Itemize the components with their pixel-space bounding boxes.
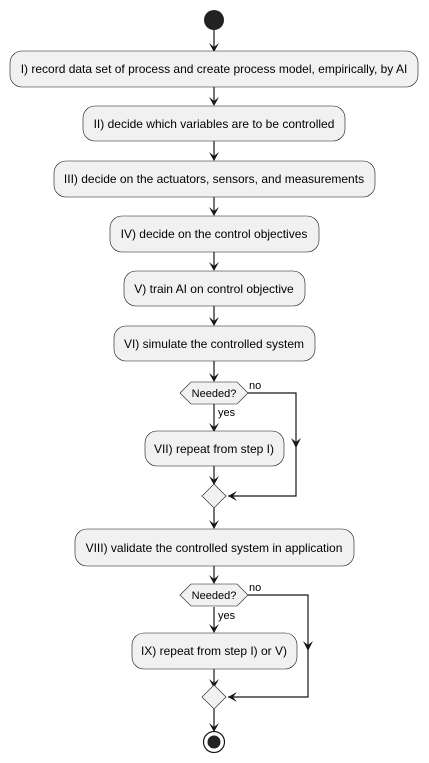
step-7-node: VII) repeat from step I) (144, 430, 285, 467)
step-9-label: IX) repeat from step I) or V) (141, 644, 287, 658)
step-4-label: IV) decide on the control objectives (121, 227, 308, 241)
step-8-node: VIII) validate the controlled system in … (74, 528, 355, 567)
decision-2: Needed? yes no (179, 582, 261, 622)
end-node (202, 730, 226, 754)
decision-1: Needed? yes no (179, 380, 261, 419)
step-5-label: V) train AI on control objective (134, 282, 294, 296)
decision-1-yes-label: yes (218, 407, 236, 419)
decision-2-no-label: no (249, 582, 261, 594)
decision-2-yes-label: yes (218, 610, 236, 622)
step-2-node: II) decide which variables are to be con… (82, 105, 346, 142)
step-5-node: V) train AI on control objective (123, 270, 306, 307)
merge-node-2 (201, 684, 227, 710)
step-6-label: VI) simulate the controlled system (124, 337, 304, 351)
edges (209, 30, 313, 732)
step-4-node: IV) decide on the control objectives (109, 215, 320, 253)
step-9-node: IX) repeat from step I) or V) (131, 632, 298, 670)
decision-2-question: Needed? (192, 590, 237, 602)
step-7-label: VII) repeat from step I) (154, 442, 274, 456)
start-node (204, 10, 224, 30)
decision-1-no-label: no (249, 380, 261, 392)
step-1-node: I) record data set of process and create… (9, 50, 419, 88)
step-8-label: VIII) validate the controlled system in … (86, 541, 343, 555)
merge-node-1 (201, 483, 227, 509)
decision-1-question: Needed? (192, 388, 237, 400)
step-1-label: I) record data set of process and create… (21, 62, 408, 76)
step-6-node: VI) simulate the controlled system (113, 325, 316, 362)
step-2-label: II) decide which variables are to be con… (94, 117, 335, 131)
step-3-label: III) decide on the actuators, sensors, a… (64, 172, 364, 186)
step-3-node: III) decide on the actuators, sensors, a… (53, 160, 376, 198)
